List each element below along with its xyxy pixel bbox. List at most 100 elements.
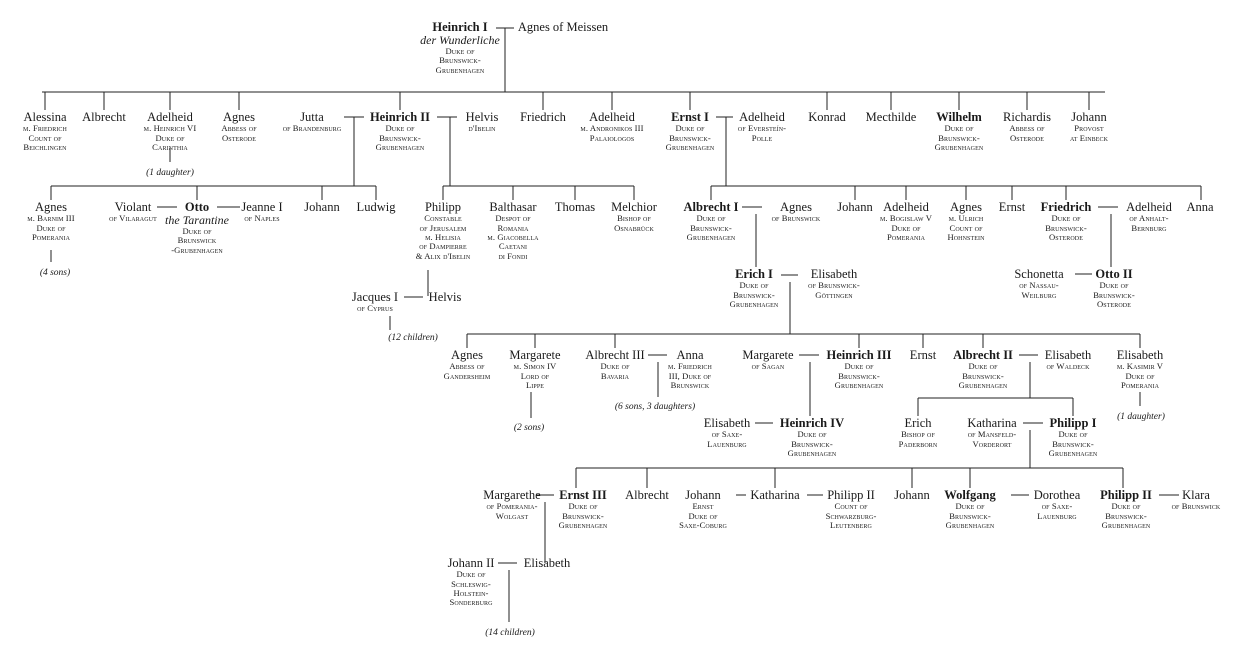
person-title-line: Duke of <box>445 45 475 56</box>
person-title-line: Brunswick- <box>1093 289 1135 300</box>
person-title-line: Bishop of <box>617 213 651 224</box>
person-title-line: Grubenhagen <box>665 142 715 153</box>
person-title-line: of Eversteín- <box>737 123 787 134</box>
person-title-line: of Saxe- <box>711 429 743 440</box>
person-title-line: Abbess of <box>449 361 485 372</box>
person-title-line: Duke of <box>891 222 921 233</box>
offspring-note: (12 children) <box>388 333 438 343</box>
person-title-line: Brunswick- <box>690 222 732 233</box>
person-name: Erich <box>904 416 932 430</box>
person-title-line: at Einbeck <box>1069 132 1109 143</box>
person-name: Heinrich IV <box>779 416 845 430</box>
person-title-line: of Pomerania- <box>486 501 538 512</box>
person-name: Johann <box>894 488 930 502</box>
person-title-line: Brunswick- <box>733 289 775 300</box>
person-title-line: Provost <box>1074 123 1104 134</box>
person-name: Otto II <box>1095 267 1133 281</box>
offspring-note: (1 daughter) <box>1117 412 1165 422</box>
person-title-line: Lauenburg <box>707 438 747 449</box>
person-title-line: Lord of <box>520 370 550 381</box>
person-title-line: Grubenhagen <box>934 142 984 153</box>
person-name: Johann <box>1071 110 1107 124</box>
person-name: Margarete <box>509 348 561 362</box>
person-name: Margarete <box>742 348 794 362</box>
person-name: Albrecht II <box>953 348 1013 362</box>
person-title-line: m. Bogislaw V <box>879 213 933 224</box>
person-title-line: Bavaria <box>600 370 630 381</box>
person-albrecht-d: Albrecht <box>625 488 669 502</box>
person-name: Philipp <box>424 200 462 214</box>
person-name: Adelheid <box>589 110 635 124</box>
person-title-line: Duke of <box>1111 501 1141 512</box>
person-name: Ernst I <box>671 110 709 124</box>
person-name: Klara <box>1182 488 1210 502</box>
person-title-line: Bernburg <box>1131 222 1167 233</box>
person-title-line: Sonderburg <box>449 597 493 608</box>
person-title-line: Osnabrück <box>614 222 654 233</box>
person-title-line: Caetani <box>498 241 528 252</box>
person-name: Balthasar <box>489 200 537 214</box>
person-name: Katharina <box>967 416 1017 430</box>
person-title-line: Duke of <box>385 123 415 134</box>
person-name: Adelheid <box>1126 200 1172 214</box>
person-name: Erich I <box>735 267 773 281</box>
person-name: Heinrich II <box>369 110 431 124</box>
person-title-line: m. Kasimir V <box>1116 361 1164 372</box>
person-name: Elisabeth <box>810 267 858 281</box>
person-title-line: m. Friedrich <box>668 361 712 372</box>
person-title-line: Gandersheim <box>443 370 491 381</box>
person-title-line: Brunswick- <box>669 132 711 143</box>
person-name: Helvis <box>428 290 462 304</box>
offspring-note: (4 sons) <box>39 268 71 278</box>
person-title-line: Duke of <box>675 123 705 134</box>
person-title-line: Carinthia <box>152 142 188 153</box>
person-ernst-b: Ernst <box>999 200 1025 214</box>
person-title-line: Ernst <box>692 501 714 512</box>
person-title-line: Despot of <box>495 213 531 224</box>
person-title-line: Paderborn <box>898 438 938 449</box>
person-title-line: Pomerania <box>31 232 70 243</box>
person-name: Agnes <box>780 200 812 214</box>
person-name: Adelheid <box>739 110 785 124</box>
person-johann-b: Johann <box>304 200 339 214</box>
person-title-line: Duke of <box>844 361 874 372</box>
person-title-line: Duke of <box>1058 429 1088 440</box>
person-title-line: Brunswick- <box>838 370 880 381</box>
person-title-line: Count of <box>834 501 868 512</box>
person-name: Heinrich I <box>432 20 488 34</box>
person-title-line: Constable <box>424 213 462 224</box>
person-title-line: & Alix d'Ibelin <box>415 250 471 261</box>
person-name: Alessina <box>23 110 67 124</box>
person-title-line: Grubenhagen <box>375 142 425 153</box>
person-name: Helvis <box>465 110 499 124</box>
person-agnes-meissen: Agnes of Meissen <box>518 20 608 34</box>
person-title-line: d'Ibelin <box>468 123 496 134</box>
person-title-line: Duke of <box>182 225 212 236</box>
person-title-line: Pomerania <box>1120 380 1160 391</box>
person-title-line: Duke of <box>696 213 726 224</box>
person-name: Ernst III <box>559 488 607 502</box>
person-johann-d: Johann <box>894 488 930 502</box>
person-name: Jacques I <box>351 290 399 304</box>
person-title-line: of Brandenburg <box>282 123 342 134</box>
